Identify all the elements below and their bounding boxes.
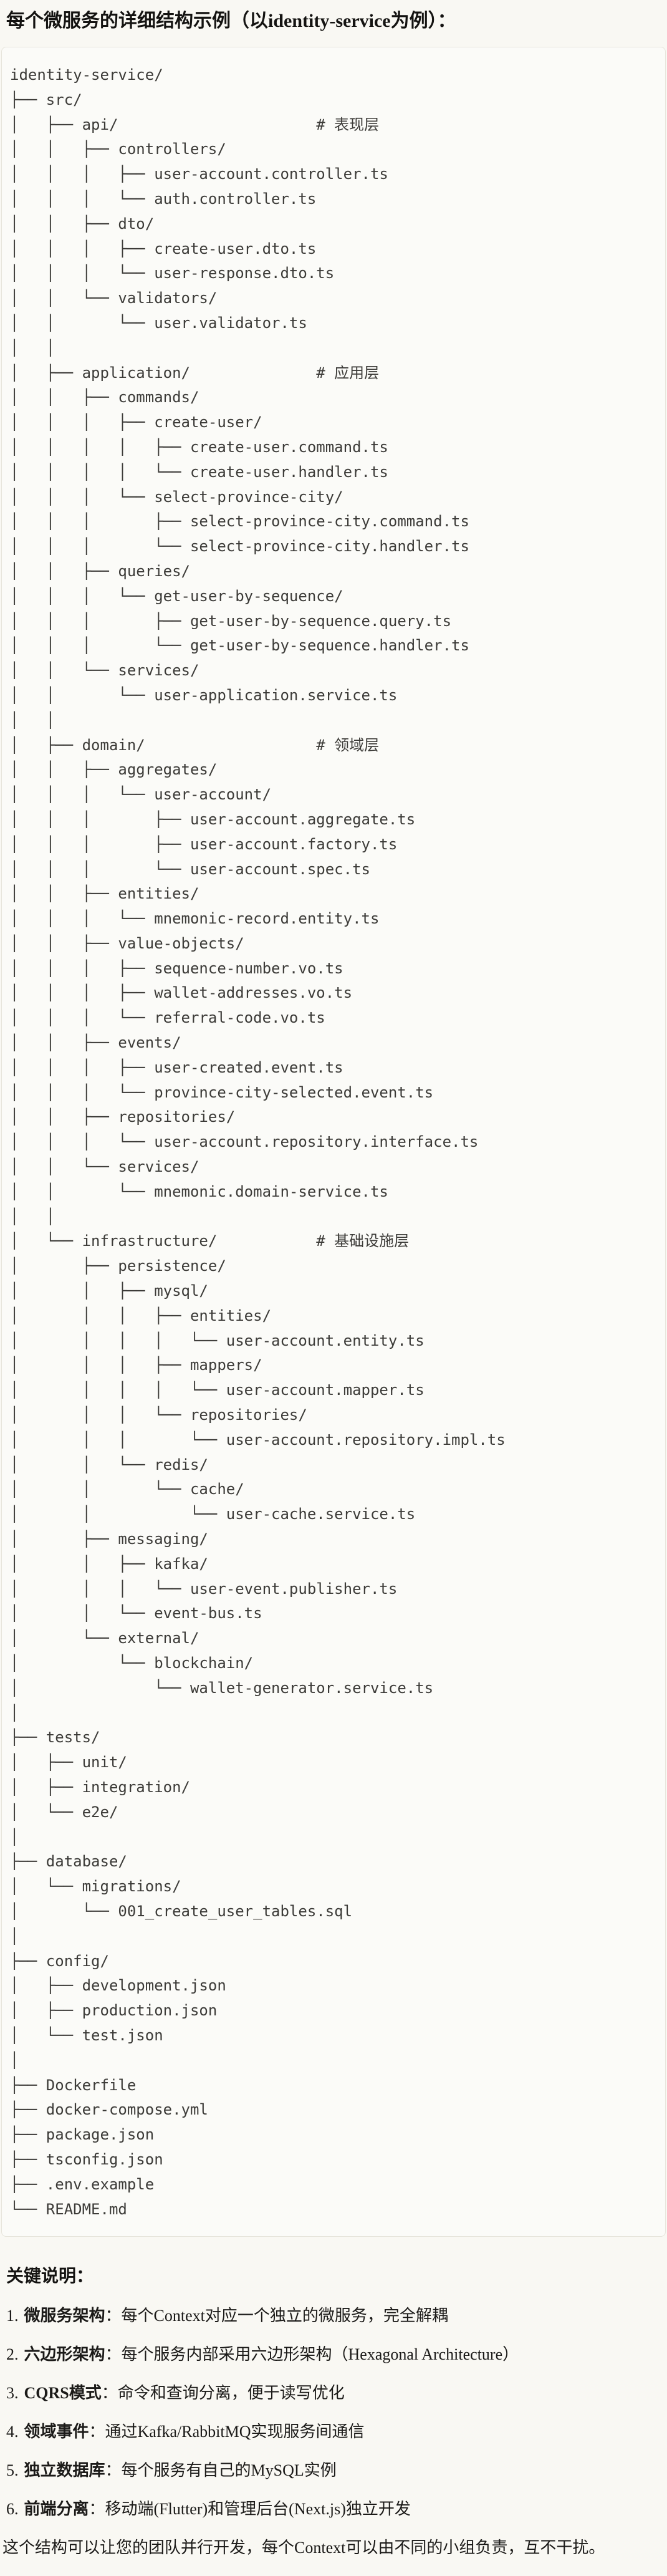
key-notes-section: 关键说明： 1.微服务架构：每个Context对应一个独立的微服务，完全解耦 2.… [2,2265,661,2559]
code-block: identity-service/ ├── src/ │ ├── api/ # … [1,47,666,2237]
key-notes-heading: 关键说明： [6,2267,94,2287]
key-notes-list: 1.微服务架构：每个Context对应一个独立的微服务，完全解耦 2.六边形架构：… [6,2305,661,2520]
closing-paragraph: 这个结构可以让您的团队并行开发，每个Context可以由不同的小组负责，互不干扰… [2,2539,605,2557]
directory-tree: identity-service/ ├── src/ │ ├── api/ # … [10,66,506,2218]
note-item-5: 5.独立数据库：每个服务有自己的MySQL实例 [6,2461,337,2480]
note-item-3: 3.CQRS模式：命令和查询分离，便于读写优化 [6,2384,345,2403]
page-title: 每个微服务的详细结构示例（以identity-service为例）： [6,11,456,31]
note-item-6: 6.前端分离：移动端(Flutter)和管理后台(Next.js)独立开发 [6,2500,411,2519]
note-item-2: 2.六边形架构：每个服务内部采用六边形架构（Hexagonal Architec… [6,2345,519,2364]
note-item-1: 1.微服务架构：每个Context对应一个独立的微服务，完全解耦 [6,2307,448,2325]
note-item-4: 4.领域事件：通过Kafka/RabbitMQ实现服务间通信 [6,2423,365,2441]
